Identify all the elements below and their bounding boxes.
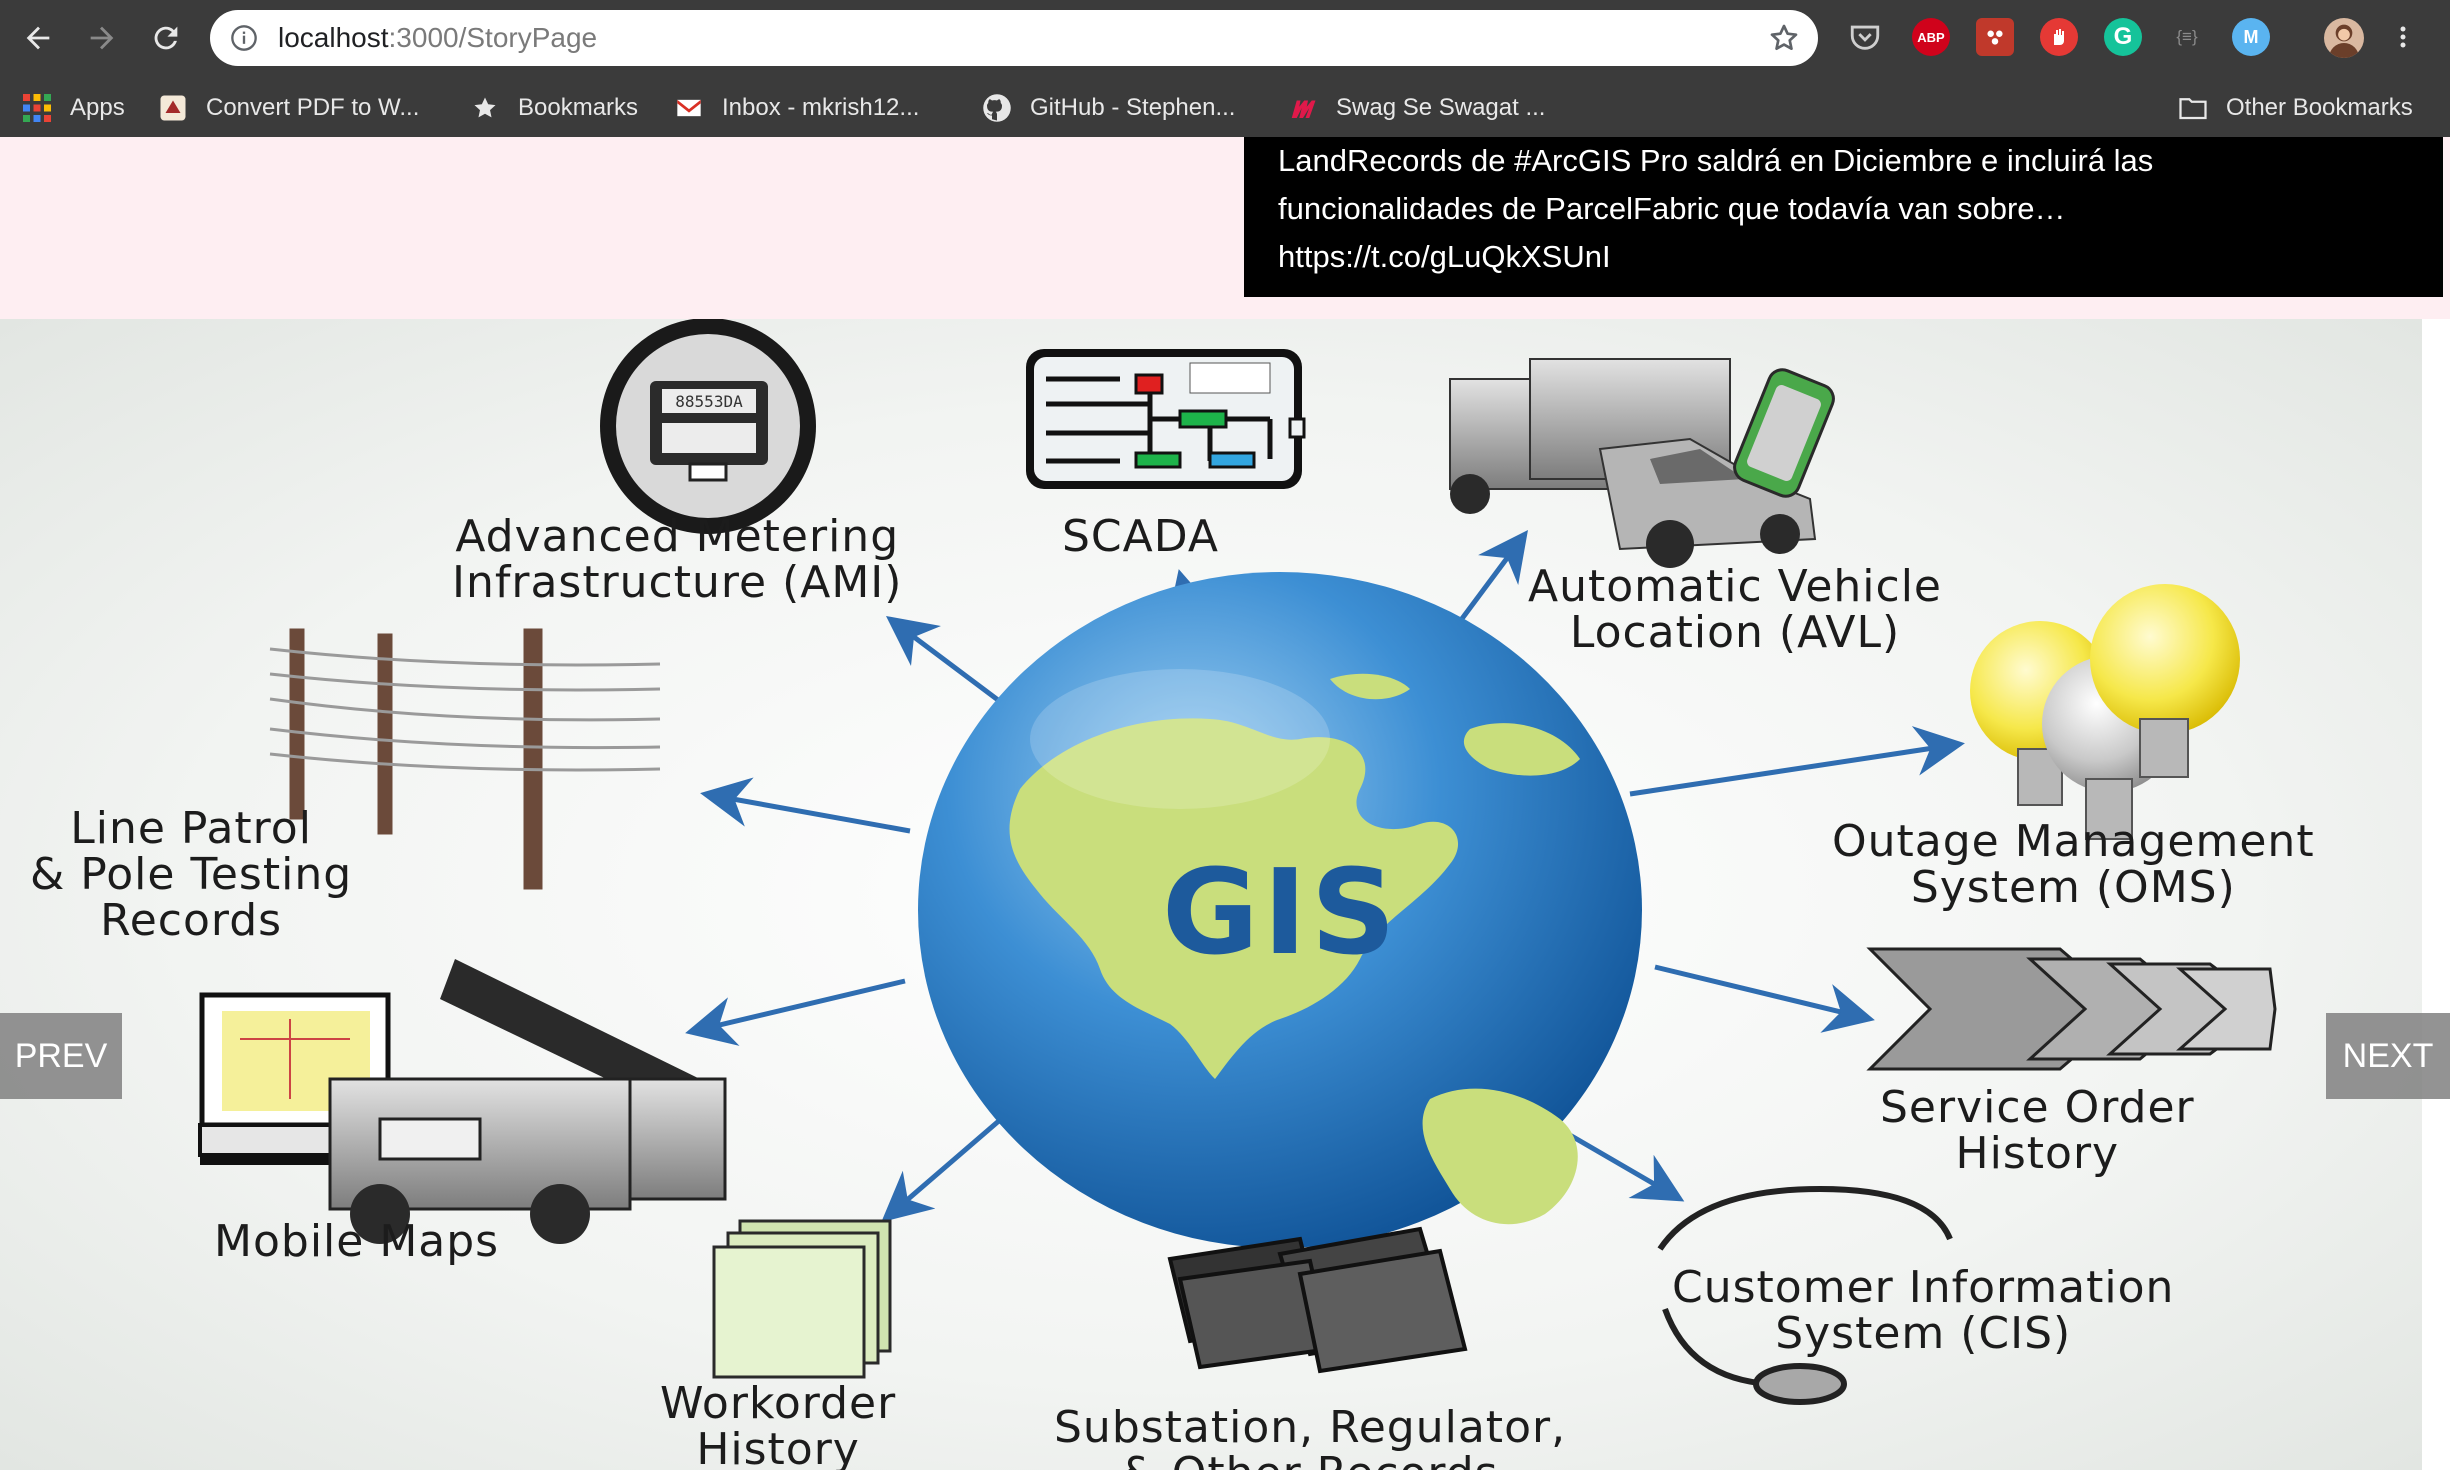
story-page: LandRecords de #ArcGIS Pro saldrá en Dic… — [0, 137, 2450, 1470]
forward-button[interactable] — [78, 14, 126, 62]
bookmark-inbox[interactable]: Inbox - mkrish12... — [674, 78, 919, 137]
meter-icon: 88553DA — [600, 319, 816, 534]
bookmark-github[interactable]: GitHub - Stephen... — [982, 78, 1235, 137]
slide-image: 88553DA — [0, 319, 2422, 1470]
bookmark-apps[interactable]: Apps — [22, 78, 125, 137]
truck-phone-icon — [1449, 358, 1835, 568]
bookmark-convert-pdf[interactable]: Convert PDF to W... — [158, 78, 419, 137]
back-arrow-icon — [26, 26, 50, 50]
url-text[interactable]: localhost:3000/StoryPage — [278, 22, 598, 53]
profile-avatar[interactable] — [2324, 18, 2364, 58]
reload-icon — [154, 26, 178, 50]
stop-hand-icon[interactable] — [2040, 18, 2078, 56]
reload-button[interactable] — [142, 14, 190, 62]
bookmark-swag[interactable]: Swag Se Swagat ... — [1288, 78, 1545, 137]
swag-m-icon — [1288, 93, 1318, 123]
extension-red-icon[interactable] — [1976, 18, 2014, 56]
gis-center-label: GIS — [1162, 843, 1400, 981]
folder-icon — [2178, 93, 2208, 123]
back-button[interactable] — [14, 14, 62, 62]
star-icon — [470, 93, 500, 123]
utility-poles-icon — [269, 628, 661, 890]
tweet-card: LandRecords de #ArcGIS Pro saldrá en Dic… — [1244, 137, 2443, 297]
meter-readout: 88553DA — [675, 392, 743, 411]
browser-toolbar: localhost:3000/StoryPage ABP G {≡} M — [0, 0, 2450, 78]
chevrons-icon — [1866, 947, 2277, 1071]
workorder-documents-icon — [712, 1219, 892, 1379]
pocket-icon[interactable] — [1846, 18, 1884, 56]
json-viewer-icon[interactable]: {≡} — [2176, 27, 2198, 46]
scada-screen-icon — [1026, 349, 1306, 489]
browser-chrome: localhost:3000/StoryPage ABP G {≡} M — [0, 0, 2450, 137]
forward-arrow-icon — [90, 26, 114, 50]
bookmark-other[interactable]: Other Bookmarks — [2178, 78, 2413, 137]
label-scada: SCADA — [1062, 511, 1219, 562]
pdf-converter-icon — [158, 93, 188, 123]
folders-icon — [1167, 1226, 1468, 1374]
globe-icon — [918, 572, 1642, 1248]
tweet-line: LandRecords de #ArcGIS Pro saldrá en Dic… — [1278, 143, 2154, 178]
label-substation: Substation, Regulator,& Other Records — [1054, 1402, 1567, 1470]
gis-diagram: 88553DA — [198, 319, 2277, 1405]
github-icon — [982, 93, 1012, 123]
headset-icon — [1657, 1185, 1953, 1405]
light-bulbs-icon — [1970, 584, 2240, 840]
next-button[interactable]: NEXT — [2326, 1013, 2450, 1099]
gmail-icon — [674, 93, 704, 123]
info-icon[interactable] — [230, 24, 258, 52]
address-bar[interactable]: localhost:3000/StoryPage — [210, 10, 1818, 66]
extension-m-icon[interactable]: M — [2232, 18, 2270, 56]
prev-button[interactable]: PREV — [0, 1013, 122, 1099]
label-mobile-maps: Mobile Maps — [214, 1216, 500, 1267]
bookmarks-bar: Apps Convert PDF to W... Bookmarks Inbox… — [0, 78, 2450, 137]
bookmark-bookmarks[interactable]: Bookmarks — [470, 78, 638, 137]
grammarly-icon[interactable]: G — [2104, 18, 2142, 56]
apps-grid-icon — [22, 93, 52, 123]
menu-kebab-icon[interactable] — [2388, 18, 2418, 56]
bookmark-star-icon[interactable] — [1768, 22, 1800, 54]
adblock-plus-icon[interactable]: ABP — [1912, 18, 1950, 56]
tweet-link[interactable]: https://t.co/gLuQkXSUnI — [1278, 239, 1611, 274]
laptop-truck-icon — [198, 959, 727, 1244]
tweet-line: funcionalidades de ParcelFabric que toda… — [1278, 191, 2066, 226]
